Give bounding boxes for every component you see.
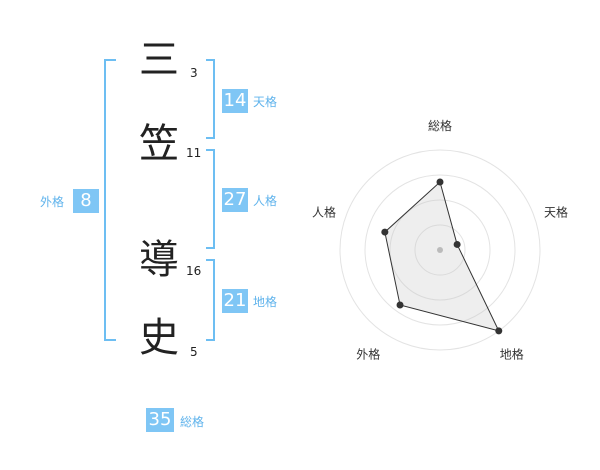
- tenkaku-label: 天格: [253, 95, 278, 109]
- radar-ring-3: [364, 174, 516, 326]
- jinkaku-value: 27: [222, 188, 248, 212]
- chikaku-label: 地格: [253, 295, 278, 309]
- radar-axis-label-3: 地格: [500, 347, 524, 362]
- stroke-count-1: 3: [190, 66, 198, 80]
- radar-ring-1: [414, 224, 466, 276]
- radar-point-1: [436, 178, 444, 186]
- radar-ring-4: [339, 149, 541, 351]
- soukaku-value: 35: [146, 408, 174, 432]
- tenkaku-value: 14: [222, 89, 248, 113]
- radar-point-5: [381, 228, 389, 236]
- soukaku-label: 総格: [180, 415, 205, 429]
- name-char-4: 史: [139, 315, 179, 361]
- radar-ring-2: [389, 199, 491, 301]
- tenkaku-bracket: [206, 59, 215, 139]
- radar-axis-label-4: 外格: [356, 347, 380, 362]
- jinkaku-label: 人格: [253, 194, 278, 208]
- radar-point-2: [453, 240, 461, 248]
- radar-point-3: [495, 327, 503, 335]
- radar-axis-label-2: 天格: [544, 204, 568, 219]
- radar-polygon: [384, 181, 500, 332]
- chikaku-bracket: [206, 259, 215, 341]
- stroke-count-3: 16: [186, 264, 202, 278]
- name-char-3: 導: [139, 237, 179, 283]
- gaikaku-bracket: [104, 59, 116, 341]
- chikaku-value: 21: [222, 289, 248, 313]
- stroke-count-2: 11: [186, 146, 202, 160]
- radar-center-dot: [437, 247, 443, 253]
- stroke-count-4: 5: [190, 345, 198, 359]
- gaikaku-value: 8: [73, 189, 99, 213]
- radar-axis-label-1: 総格: [428, 118, 452, 133]
- radar-axis-label-5: 人格: [312, 204, 336, 219]
- radar-point-4: [396, 301, 404, 309]
- name-char-2: 笠: [139, 121, 179, 167]
- gaikaku-label: 外格: [40, 195, 65, 209]
- name-char-1: 三: [139, 37, 179, 83]
- jinkaku-bracket: [206, 149, 215, 249]
